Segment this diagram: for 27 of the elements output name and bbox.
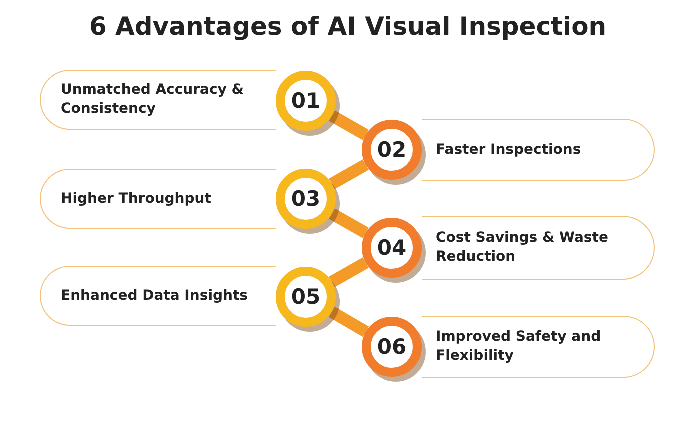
number-circle xyxy=(276,267,336,327)
item-card xyxy=(40,266,276,326)
title: 6 Advantages of AI Visual Inspection xyxy=(88,12,608,41)
step-number: 03 xyxy=(291,187,321,211)
step-number: 04 xyxy=(377,236,407,260)
connector xyxy=(329,258,369,288)
step-number: 05 xyxy=(291,285,321,309)
advantage-text: Improved Safety and Flexibility xyxy=(436,328,602,366)
item-card xyxy=(422,316,655,378)
number-circle xyxy=(362,317,422,377)
advantage-text: Cost Savings & Waste Reduction xyxy=(436,229,610,267)
step-number: 06 xyxy=(377,335,407,359)
connector xyxy=(329,160,369,190)
number-circle xyxy=(276,71,336,131)
item-card xyxy=(40,169,276,229)
number-circle xyxy=(276,169,336,229)
item-card xyxy=(422,119,655,181)
item-card xyxy=(40,70,276,130)
advantage-text: Enhanced Data Insights xyxy=(61,286,248,306)
step-number: 01 xyxy=(291,89,321,113)
number-circle xyxy=(362,218,422,278)
advantage-text: Higher Throughput xyxy=(61,190,212,208)
step-number: 02 xyxy=(377,138,407,162)
advantage-text: Unmatched Accuracy & Consistency xyxy=(61,81,245,119)
number-circle xyxy=(362,120,422,180)
item-card xyxy=(422,216,655,280)
advantage-text: Faster Inspections xyxy=(436,140,582,160)
